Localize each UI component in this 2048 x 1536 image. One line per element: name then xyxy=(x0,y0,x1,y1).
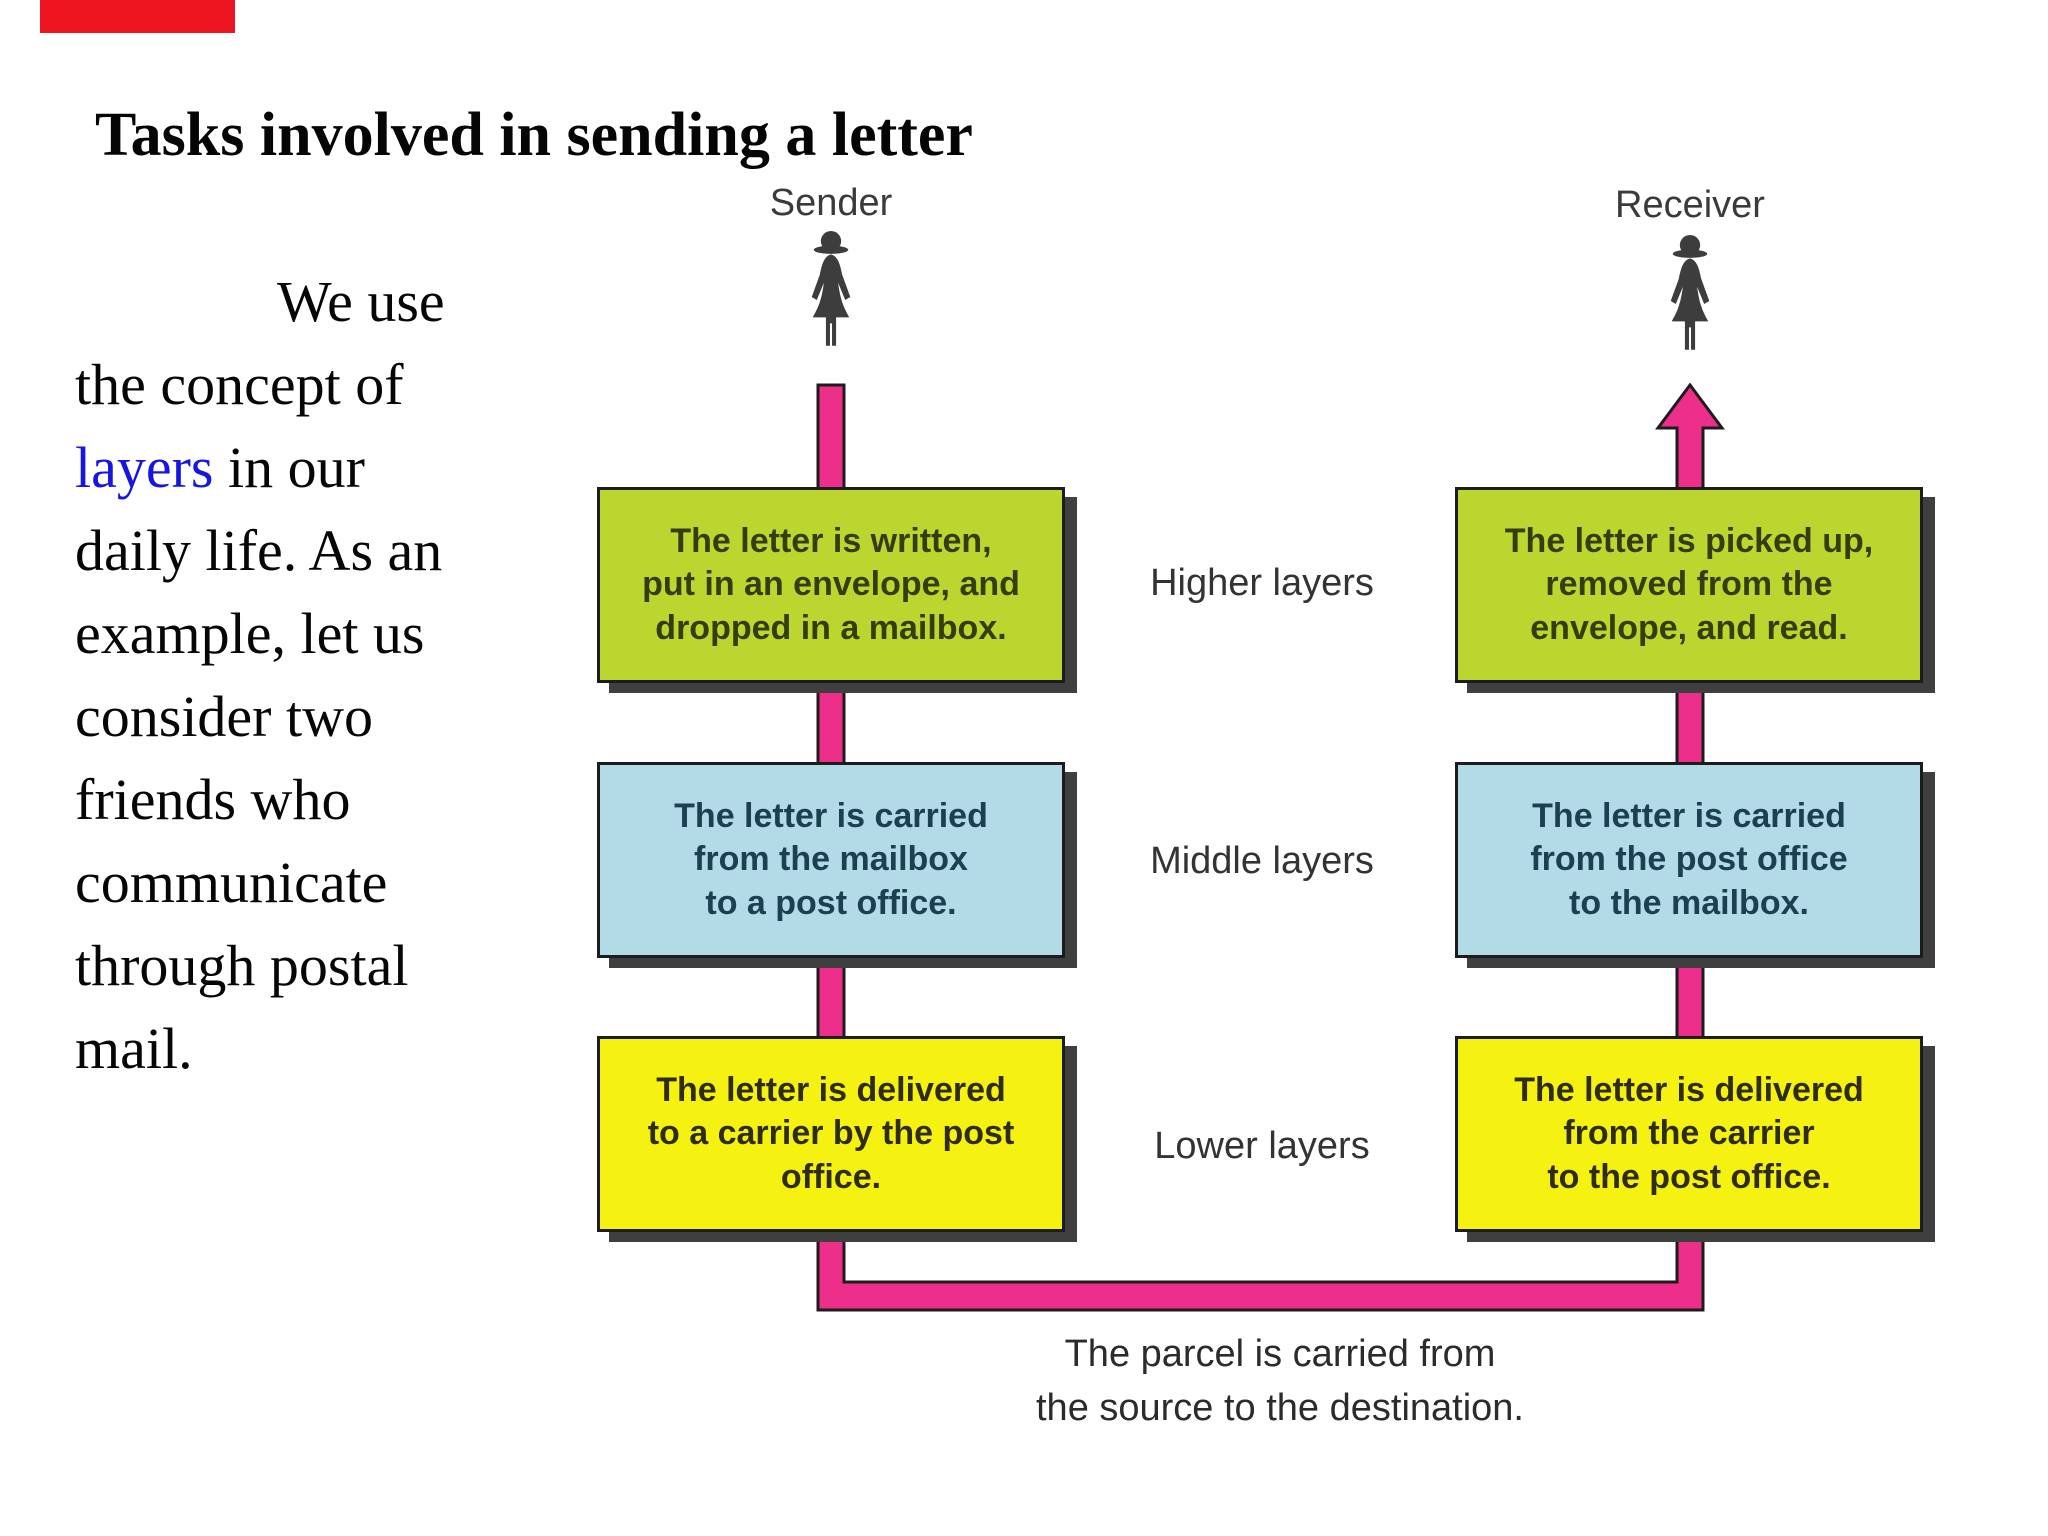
paragraph-line: through postal xyxy=(75,933,409,998)
paragraph-line: mail. xyxy=(75,1016,193,1081)
red-corner-bar xyxy=(40,0,235,33)
sender-lower-box: The letter is delivered to a carrier by … xyxy=(597,1036,1065,1232)
intro-paragraph: We use the concept of layers in our dail… xyxy=(75,260,595,1090)
layers-highlight: layers xyxy=(75,435,214,500)
page-title: Tasks involved in sending a letter xyxy=(95,101,973,169)
paragraph-line: example, let us xyxy=(75,601,425,666)
higher-layers-label: Higher layers xyxy=(1150,562,1374,604)
paragraph-line: friends who xyxy=(75,767,351,832)
sender-label: Sender xyxy=(769,182,893,224)
paragraph-line: layers in our xyxy=(75,426,595,509)
paragraph-line: daily life. As an xyxy=(75,518,443,583)
receiver-middle-box: The letter is carried from the post offi… xyxy=(1455,762,1923,958)
paragraph-line: consider two xyxy=(75,684,373,749)
middle-layers-label: Middle layers xyxy=(1150,840,1374,882)
sender-person-icon xyxy=(799,230,863,362)
receiver-person-icon xyxy=(1658,234,1722,366)
paragraph-line: We use xyxy=(277,269,445,334)
lower-layers-label: Lower layers xyxy=(1154,1125,1370,1167)
bottom-caption: The parcel is carried from the source to… xyxy=(1036,1333,1524,1429)
sender-middle-box: The letter is carried from the mailbox t… xyxy=(597,762,1065,958)
receiver-lower-box: The letter is delivered from the carrier… xyxy=(1455,1036,1923,1232)
paragraph-line: the concept of xyxy=(75,352,404,417)
sender-higher-box: The letter is written, put in an envelop… xyxy=(597,487,1065,683)
receiver-label: Receiver xyxy=(1615,184,1765,226)
paragraph-line: communicate xyxy=(75,850,388,915)
paragraph-line-rest: in our xyxy=(213,435,365,500)
receiver-higher-box: The letter is picked up, removed from th… xyxy=(1455,487,1923,683)
